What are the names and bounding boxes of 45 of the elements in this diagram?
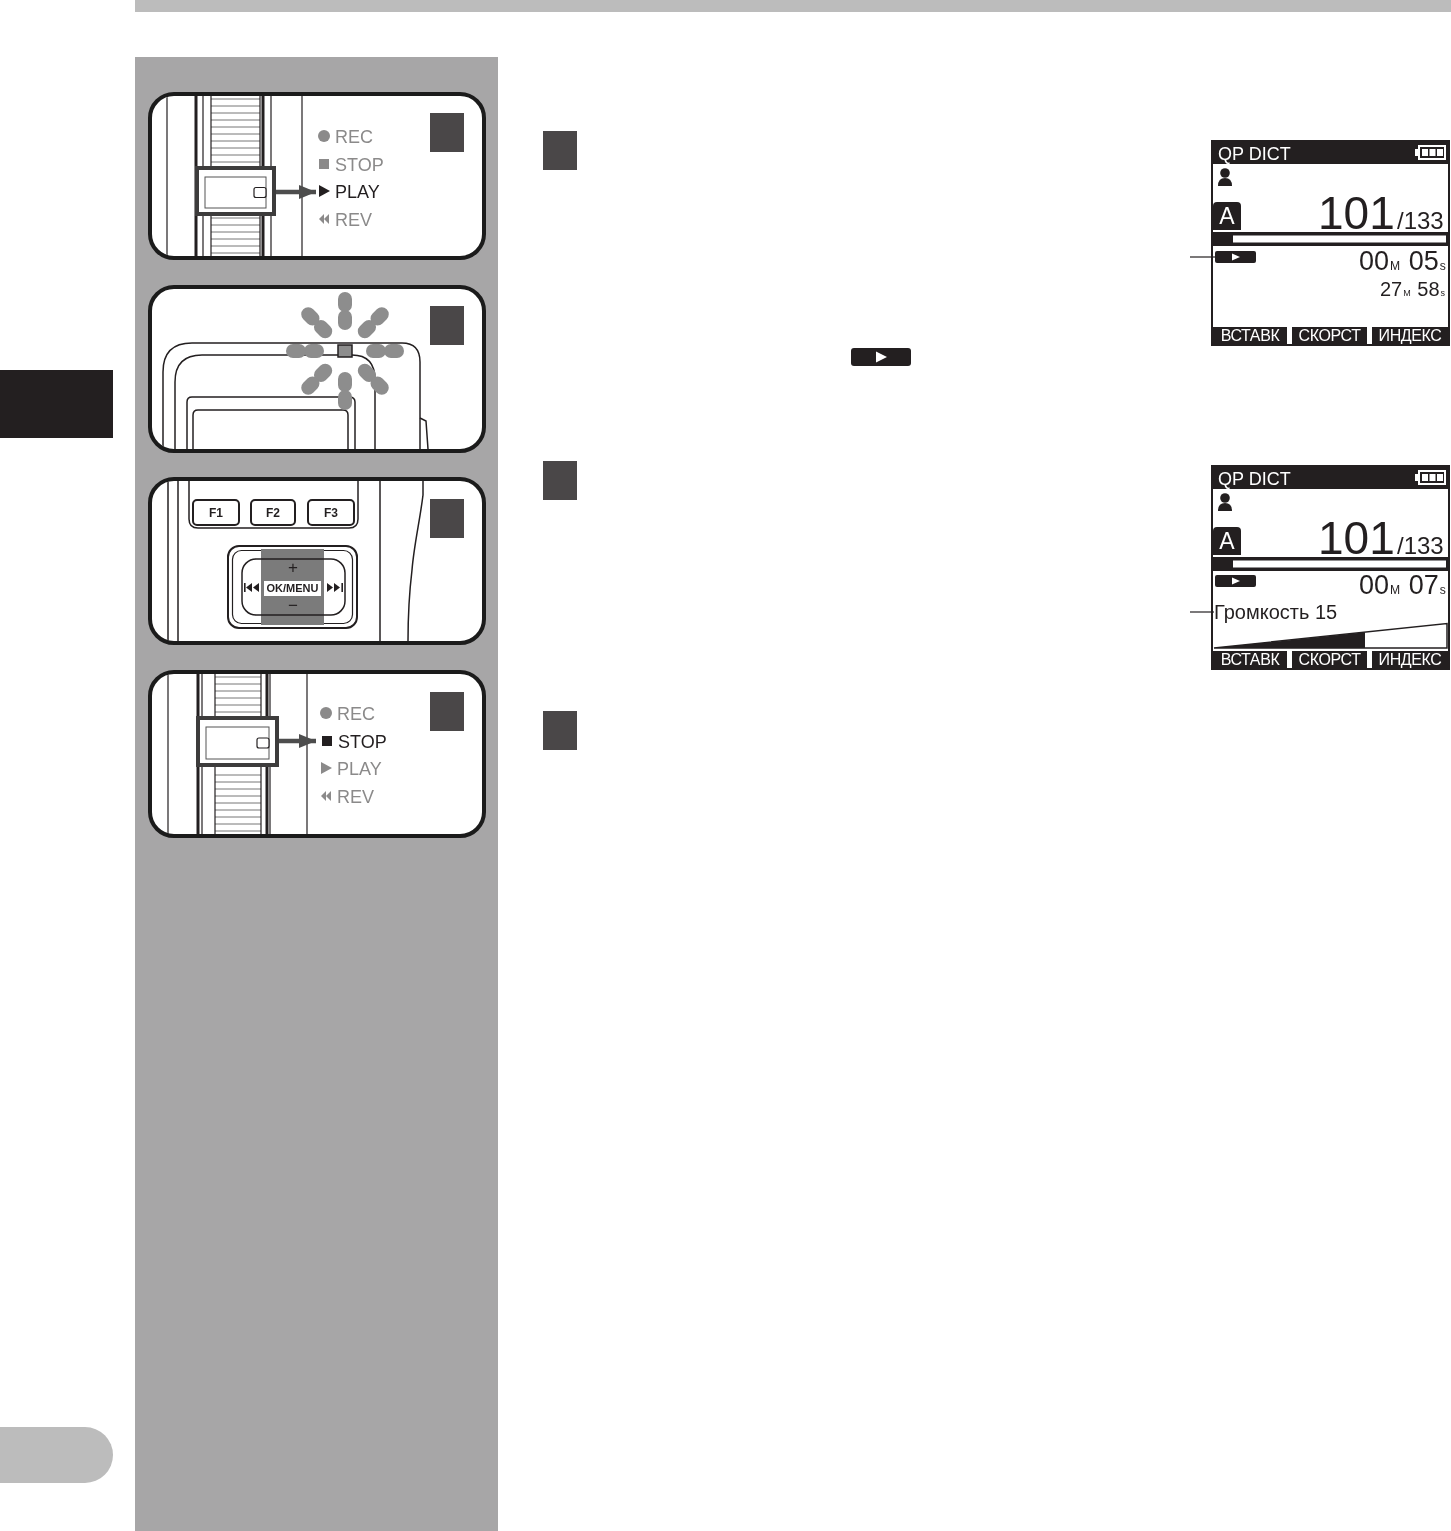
folder-tag: A: [1213, 527, 1241, 555]
file-number: 101: [1318, 194, 1395, 232]
page-number-tab: [0, 1427, 113, 1483]
illustration-panel: [148, 285, 486, 453]
arrow: [279, 734, 316, 748]
soft-key-tab: СКОРСТ: [1292, 651, 1367, 668]
mode-label: REV: [335, 210, 372, 229]
arrow: [276, 185, 316, 199]
volume-readout: Громкость 15: [1214, 600, 1356, 624]
mode-label: STOP: [338, 732, 387, 751]
function-key: F2: [250, 499, 296, 526]
file-number: 101: [1318, 519, 1395, 557]
soft-key-tab: ИНДЕКС: [1372, 651, 1448, 668]
soft-key-tab: ВСТАВК: [1213, 651, 1287, 668]
illustration-panel: [148, 92, 486, 260]
soft-key-tab: ИНДЕКС: [1372, 327, 1448, 344]
illustration-panel: [148, 670, 486, 838]
mode-label: PLAY: [335, 182, 380, 201]
section-tab: [0, 370, 113, 438]
soft-key-tab: СКОРСТ: [1292, 327, 1367, 344]
lcd-screen: [1211, 140, 1450, 346]
lcd-screen: [1211, 465, 1450, 670]
soft-key-tab: ВСТАВК: [1213, 327, 1287, 344]
mode-label: STOP: [335, 155, 384, 174]
folder-tag: A: [1213, 202, 1241, 230]
key-label: +: [288, 562, 298, 575]
key-label: −: [288, 600, 298, 613]
mode-label: REV: [337, 787, 374, 806]
screen-title-bar: [1213, 467, 1448, 489]
screen-title: QP DICT: [1218, 470, 1291, 487]
screen-title: QP DICT: [1218, 145, 1291, 162]
function-key: F3: [307, 499, 355, 526]
play-indicator-icon: [1215, 251, 1256, 263]
leader-line: [1189, 611, 1215, 613]
leader-line: [1189, 256, 1216, 258]
screen-title-bar: [1213, 142, 1448, 164]
function-key: F1: [192, 499, 240, 526]
mode-label: PLAY: [337, 759, 382, 778]
mode-label: REC: [337, 704, 375, 723]
highlight-frame: [196, 716, 279, 767]
illustration-panel: [148, 477, 486, 645]
mode-label: REC: [335, 127, 373, 146]
highlight-frame: [195, 166, 276, 216]
file-total: /133: [1397, 536, 1444, 556]
file-total: /133: [1397, 211, 1444, 231]
